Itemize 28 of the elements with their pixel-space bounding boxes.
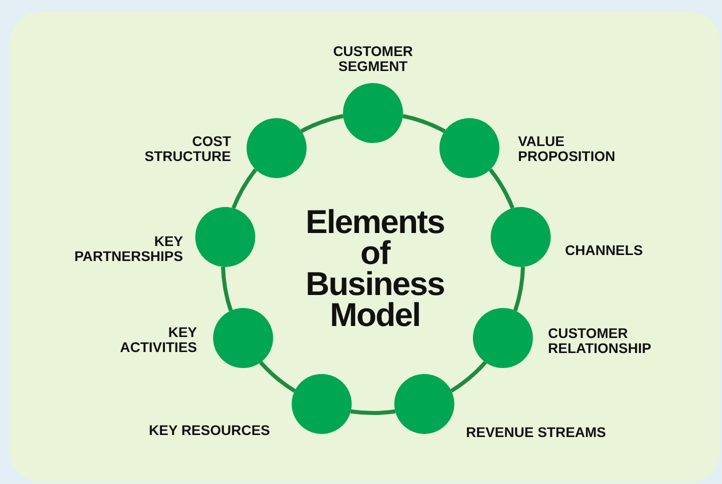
ring-connector bbox=[350, 409, 396, 415]
circle-node bbox=[246, 118, 307, 178]
ring-connector bbox=[402, 114, 446, 133]
circle-node bbox=[439, 118, 500, 178]
ring-connector bbox=[259, 360, 296, 393]
circle-node bbox=[343, 83, 403, 143]
circle-node bbox=[195, 206, 256, 267]
element-label: KEY PARTNERSHIPS bbox=[73, 234, 183, 264]
element-label: REVENUE STREAMS bbox=[466, 425, 608, 440]
element-label: CUSTOMER SEGMENT bbox=[332, 44, 414, 74]
ring-connector bbox=[513, 266, 525, 312]
circle-node bbox=[213, 308, 274, 368]
ring-connector bbox=[221, 266, 233, 312]
ring-connector bbox=[450, 360, 487, 393]
element-label: VALUE PROPOSITION bbox=[518, 134, 616, 164]
element-label: KEY RESOURCES bbox=[148, 423, 270, 438]
element-label: KEY ACTIVITIES bbox=[118, 325, 197, 355]
center-title: Elements of Business Model bbox=[304, 206, 446, 330]
element-label: CHANNELS bbox=[565, 243, 644, 258]
circle-node bbox=[394, 374, 454, 434]
ring-connector bbox=[300, 114, 344, 133]
circle-node bbox=[472, 308, 533, 368]
circle-node bbox=[490, 206, 551, 267]
ring-connector bbox=[488, 168, 514, 209]
element-label: CUSTOMER RELATIONSHIP bbox=[548, 326, 652, 356]
circle-node bbox=[292, 374, 352, 434]
element-label: COST STRUCTURE bbox=[144, 134, 231, 164]
ring-connector bbox=[232, 168, 258, 209]
